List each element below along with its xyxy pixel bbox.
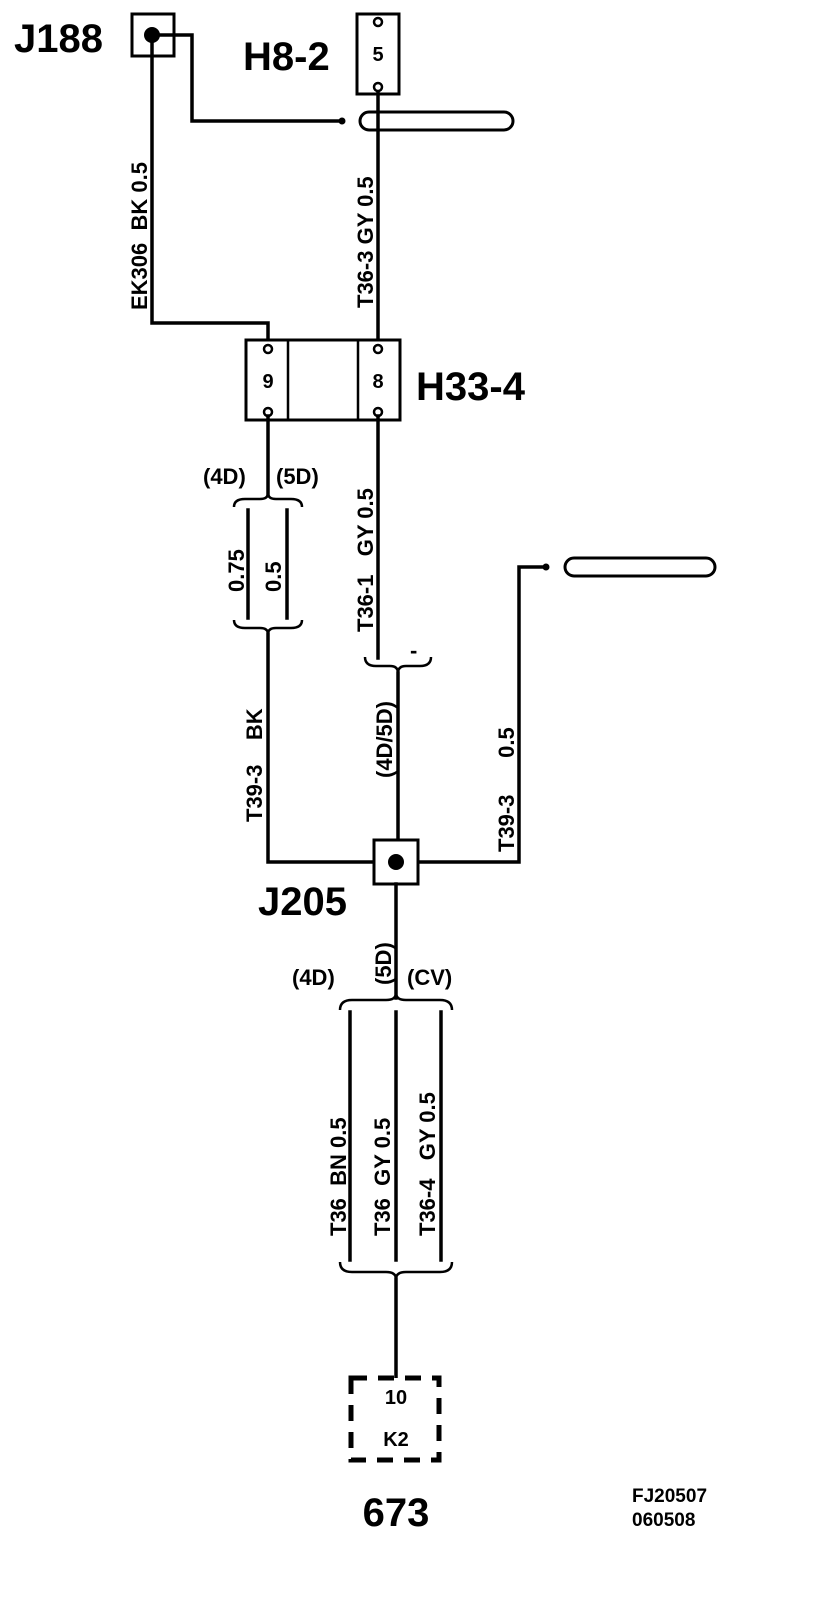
h8-2-label: H8-2 <box>243 35 330 79</box>
page-reference: 673 <box>363 1491 430 1535</box>
wire-t36-1-label: T36-1 GY 0.5 <box>353 488 378 632</box>
wire-t39-3-right-label: T39-3 0.5 <box>494 727 519 852</box>
variant-dash: - <box>410 638 417 663</box>
variant-5d-top: (5D) <box>276 464 319 489</box>
wire-t39-3-right[interactable] <box>416 565 548 864</box>
variant-4d5d: (4D/5D) <box>372 701 397 778</box>
drawing-date-code: 060508 <box>632 1510 695 1531</box>
k2-pin-number: 10 <box>385 1387 407 1409</box>
variant-4d-bottom: (4D) <box>292 965 335 990</box>
j188-label: J188 <box>14 17 103 61</box>
h33-4-label: H33-4 <box>416 365 526 409</box>
wire-size-4d: 0.75 <box>224 549 249 592</box>
j205-label: J205 <box>258 880 347 924</box>
variant-4d-top: (4D) <box>203 464 246 489</box>
variant-cv-bottom: (CV) <box>407 965 452 990</box>
wire-ek306-label: EK306 BK 0.5 <box>127 162 152 310</box>
drawing-code: FJ20507 <box>632 1486 707 1507</box>
wire-bottom-5d-label: T36 GY 0.5 <box>370 1118 395 1236</box>
k2-label: K2 <box>383 1429 409 1451</box>
wire-t39-3-left[interactable] <box>266 632 376 864</box>
h33-4-pin8-top <box>372 343 384 355</box>
k2-box <box>348 1375 442 1463</box>
h8-2-pin-number: 5 <box>372 44 383 66</box>
connector-k2[interactable]: 10 K2 <box>348 1375 442 1463</box>
h33-4-pin9-top <box>262 343 274 355</box>
brace-top-left-upper <box>232 492 304 508</box>
shield-sleeve-top <box>358 110 515 132</box>
wire-ek306[interactable] <box>150 33 270 346</box>
wire-t36-3-label: T36-3 GY 0.5 <box>353 176 378 308</box>
h8-2-pin-top <box>372 16 384 28</box>
connector-h8-2[interactable]: 5 <box>355 12 401 96</box>
brace-bottom-lower <box>338 1261 454 1280</box>
j205-junction-dot <box>388 854 404 870</box>
brace-middle <box>363 656 433 674</box>
wire-bottom-4d-label: T36 BN 0.5 <box>326 1117 351 1236</box>
splice-j205[interactable] <box>372 838 420 886</box>
h33-4-box <box>244 338 402 422</box>
h33-4-pin8-number: 8 <box>372 371 383 393</box>
connector-h33-4[interactable]: 9 8 <box>244 338 402 422</box>
wire-j188-shield[interactable] <box>150 33 343 123</box>
shield-junction-top <box>338 117 346 125</box>
wire-t39-3-left-label: T39-3 BK <box>242 708 267 822</box>
wire-size-5d: 0.5 <box>261 561 286 592</box>
brace-bottom-upper <box>338 992 454 1011</box>
shield-sleeve-right <box>563 556 717 578</box>
h33-4-pin9-number: 9 <box>262 371 273 393</box>
wire-bottom-cv-label: T36-4 GY 0.5 <box>415 1092 440 1236</box>
brace-top-left-lower <box>232 619 304 635</box>
variant-5d-bottom: (5D) <box>371 942 396 985</box>
